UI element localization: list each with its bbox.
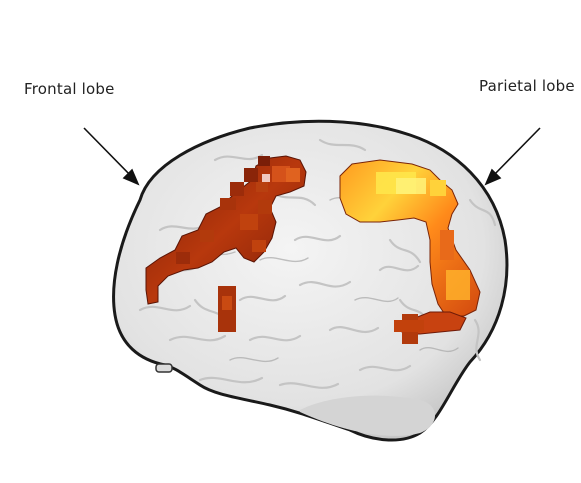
parietal-arrow [486,128,540,184]
parietal-lobe-label: Parietal lobe [479,77,575,95]
frontal-arrow [84,128,138,184]
brain-notch [156,364,172,372]
frontal-lobe-label: Frontal lobe [24,80,115,98]
